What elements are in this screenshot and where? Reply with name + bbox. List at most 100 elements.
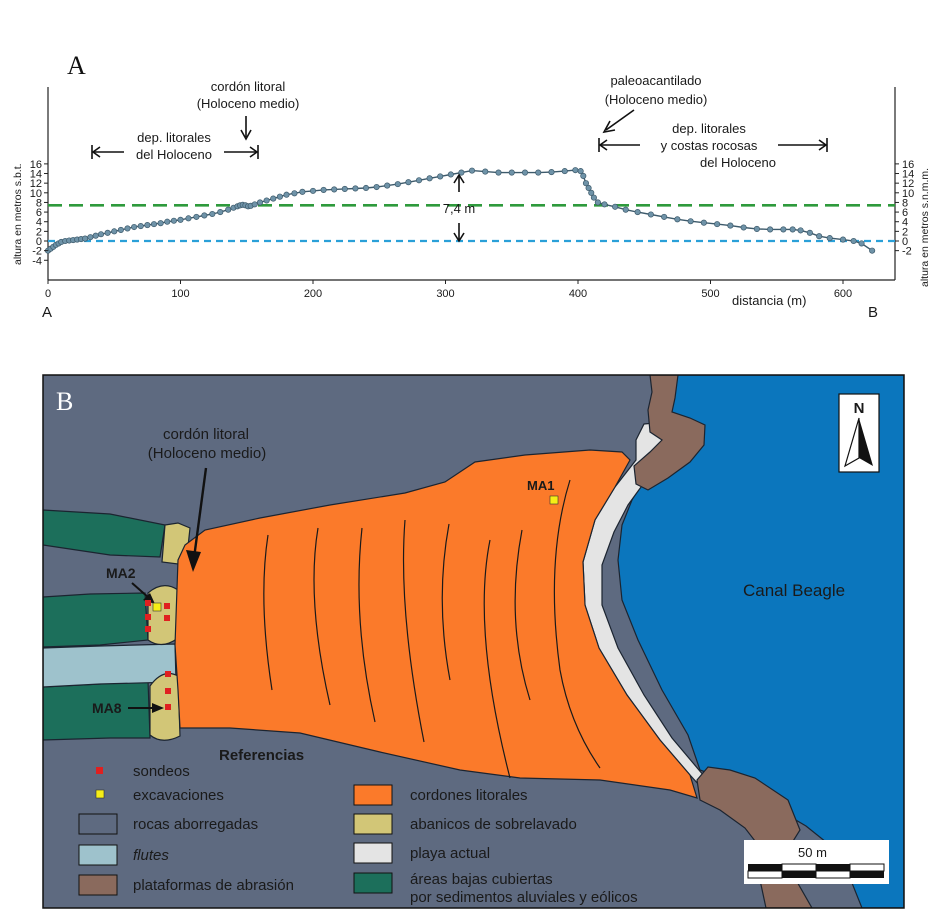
y-tick-label-left: 8 bbox=[36, 197, 42, 209]
map-cordon-arrow bbox=[192, 467, 208, 559]
profile-point bbox=[256, 199, 264, 206]
legend-swatch-playa bbox=[353, 842, 393, 864]
site-arrow-ma2-head bbox=[143, 593, 155, 604]
height-arrow-down-head bbox=[453, 232, 465, 243]
north-arrow-letter: N bbox=[854, 400, 865, 417]
y-tick-label-left: 14 bbox=[30, 169, 42, 181]
profile-point bbox=[209, 210, 216, 218]
ridge-line bbox=[263, 534, 273, 691]
annotation-cordon-arrow-head bbox=[240, 129, 252, 141]
legend-title: Referencias bbox=[219, 747, 304, 764]
profile-point bbox=[331, 186, 338, 193]
x-axis-label: distancia (m) bbox=[732, 293, 806, 308]
profile-point bbox=[270, 195, 277, 202]
annotation-dep-left-head-b bbox=[249, 146, 259, 158]
legend-swatch-plataformas bbox=[78, 874, 118, 896]
profile-point bbox=[468, 167, 476, 174]
annotation-dep-left-title: dep. litorales bbox=[137, 130, 211, 145]
profile-point bbox=[251, 201, 258, 208]
profile-point bbox=[850, 237, 857, 245]
profile-point bbox=[362, 184, 370, 192]
map-cordon-arrow-head bbox=[186, 550, 201, 572]
scale-bar-segment bbox=[747, 870, 783, 879]
excavation-marker-ma2 bbox=[152, 602, 162, 612]
profile-point bbox=[111, 228, 118, 235]
sondeo-marker bbox=[165, 704, 171, 710]
abrasion-platform-north bbox=[633, 375, 706, 491]
map-frame bbox=[42, 374, 905, 909]
panel-b-letter: B bbox=[56, 387, 73, 416]
profile-point bbox=[437, 173, 444, 180]
profile-point bbox=[283, 191, 290, 198]
profile-point bbox=[826, 235, 833, 242]
y-tick-label-right: 16 bbox=[902, 159, 914, 171]
sea-label: Canal Beagle bbox=[743, 581, 845, 600]
height-arrow-up-head bbox=[453, 173, 465, 184]
sondeo-marker bbox=[145, 614, 151, 620]
legend-swatch-sondeos bbox=[96, 767, 103, 774]
y-axis-label-right: altura en metros s.n.m.m. bbox=[919, 168, 931, 287]
ridge-line bbox=[402, 519, 425, 743]
profile-point bbox=[588, 189, 595, 196]
profile-point bbox=[341, 185, 348, 192]
profile-point bbox=[150, 221, 158, 228]
y-tick-label-right: 2 bbox=[902, 226, 908, 238]
north-arrow-right-half bbox=[859, 418, 873, 466]
profile-point bbox=[858, 240, 865, 247]
profile-point bbox=[104, 229, 111, 236]
y-tick-label-left: 2 bbox=[36, 226, 42, 238]
x-tick-label: 300 bbox=[436, 288, 454, 300]
profile-point bbox=[687, 218, 694, 225]
y-tick-label-left: -2 bbox=[32, 246, 42, 258]
profile-point bbox=[225, 206, 232, 213]
y-tick-label-left: -4 bbox=[32, 255, 42, 267]
x-tick-label: 500 bbox=[701, 288, 719, 300]
legend-label-playa: playa actual bbox=[410, 845, 490, 862]
height-label: 7,4 m bbox=[443, 201, 476, 216]
profile-series bbox=[44, 167, 876, 254]
profile-point bbox=[508, 169, 515, 176]
site-arrow-ma8-head bbox=[152, 703, 164, 713]
annotation-dep-right-age: del Holoceno bbox=[700, 155, 776, 170]
legend-label-abanicos: abanicos de sobrelavado bbox=[410, 816, 577, 833]
profile-point bbox=[714, 221, 721, 228]
legend-swatch-excavaciones bbox=[95, 789, 105, 799]
profile-point bbox=[580, 172, 587, 179]
beach-ridge-lines bbox=[263, 479, 601, 779]
profile-point bbox=[582, 180, 590, 187]
scale-bar-segment bbox=[816, 864, 850, 871]
legend-swatch-abanicos bbox=[353, 813, 393, 835]
legend-label-areas-2: por sedimentos aluviales y eólicos bbox=[410, 889, 638, 906]
scale-bar-segment bbox=[781, 863, 817, 872]
profile-point bbox=[177, 216, 184, 223]
ridge-line bbox=[313, 527, 331, 706]
scale-bar-segment bbox=[815, 870, 851, 879]
ridge-line bbox=[358, 527, 376, 723]
scale-bar: 50 m bbox=[744, 840, 889, 884]
annotation-cordon-title: cordón litoral bbox=[211, 79, 286, 94]
profile-point bbox=[590, 194, 597, 201]
y-tick-label-left: 0 bbox=[36, 236, 42, 248]
profile-point bbox=[740, 224, 747, 231]
profile-point bbox=[193, 213, 200, 220]
sondeo-marker bbox=[164, 615, 170, 621]
scale-bar-segment bbox=[782, 871, 816, 878]
panel-a-letter: A bbox=[67, 51, 86, 80]
annotation-dep-right-sub: y costas rocosas bbox=[661, 138, 758, 153]
y-tick-label-right: 4 bbox=[902, 217, 908, 229]
ridge-line bbox=[441, 523, 451, 681]
y-axis-label-left: altura en metros s.b.t. bbox=[12, 163, 24, 265]
profile-end-a: A bbox=[42, 304, 52, 320]
lowland-strip-middle bbox=[43, 592, 149, 648]
y-tick-label-right: 10 bbox=[902, 188, 914, 200]
ridge-line bbox=[553, 479, 601, 769]
profile-point bbox=[117, 226, 124, 233]
annotation-paleo-title: paleoacantilado bbox=[610, 73, 701, 88]
profile-point bbox=[447, 171, 454, 178]
profile-point bbox=[299, 188, 306, 195]
profile-point bbox=[352, 185, 359, 192]
annotation-dep-right-head-b bbox=[818, 139, 828, 151]
sondeo-marker bbox=[165, 688, 171, 694]
